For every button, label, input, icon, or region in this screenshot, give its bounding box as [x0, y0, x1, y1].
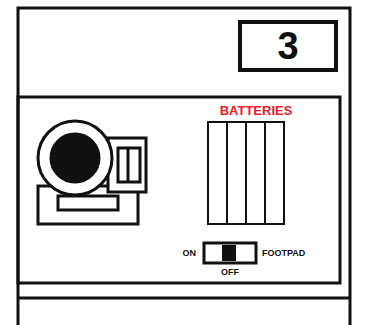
camera-symbol	[38, 121, 146, 224]
frame	[18, 8, 350, 325]
switch-housing	[204, 243, 256, 263]
step-number-box: 3	[238, 20, 338, 72]
control-panel	[18, 97, 340, 283]
camera-lens-ring	[38, 121, 112, 195]
camera-lens	[51, 134, 99, 182]
battery-slot	[209, 123, 226, 223]
battery-slot	[245, 123, 264, 223]
switch-knob	[222, 245, 236, 261]
compartment-heading: BATTERIES	[220, 104, 293, 117]
switch-label: OFF	[221, 267, 239, 277]
camera-body	[108, 138, 146, 192]
switch-label: FOOTPAD	[262, 248, 305, 258]
camera-body-inner	[118, 148, 140, 182]
battery-compartment: BATTERIES	[206, 104, 306, 225]
divider-line	[18, 297, 350, 300]
battery-slot	[226, 123, 245, 223]
camera-body-rib	[127, 148, 130, 182]
step-number: 3	[277, 27, 298, 65]
outer-frame	[18, 8, 350, 325]
battery-slot	[264, 123, 283, 223]
camera-base-inner	[58, 196, 118, 210]
switch-label: ON	[183, 248, 197, 258]
battery-slots	[207, 121, 285, 225]
power-switch	[204, 243, 256, 263]
